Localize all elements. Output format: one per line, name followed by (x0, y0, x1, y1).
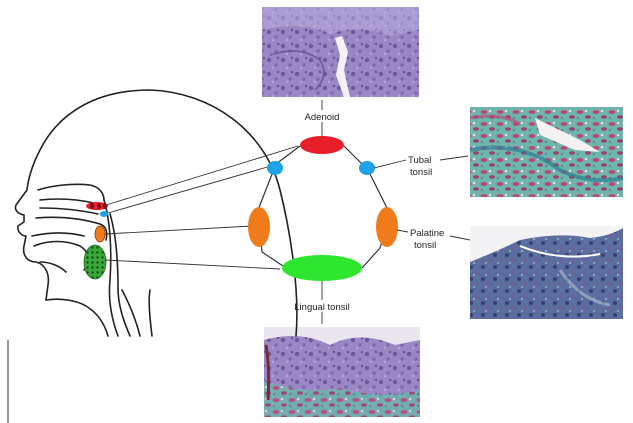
label-lingual: Lingual tonsil (294, 302, 349, 313)
label-adenoid: Adenoid (305, 112, 340, 123)
label-tubal-line2: tonsil (410, 167, 432, 178)
ring-tubal-left (267, 161, 283, 175)
head-lingual-blob (84, 245, 106, 279)
label-tubal-line1: Tubal (408, 155, 431, 166)
ring-palatine-right (376, 207, 398, 247)
ring-adenoid (300, 136, 344, 154)
adenoid-micrograph (262, 7, 419, 97)
head-tubal-blob (100, 211, 108, 217)
ring-tubal-right (359, 161, 375, 175)
lingual-tonsil-micrograph (264, 327, 420, 417)
tubal-tonsil-micrograph (470, 107, 623, 197)
palatine-tonsil-micrograph (470, 226, 623, 319)
label-palatine-line1: Palatine (410, 228, 444, 239)
head-adenoid-blob (86, 202, 108, 210)
label-leader-lines (322, 100, 470, 324)
waldeyer-ring (248, 136, 398, 281)
ring-lingual (282, 255, 362, 281)
label-palatine-line2: tonsil (414, 240, 436, 251)
ring-palatine-left (248, 207, 270, 247)
head-palatine-blob (95, 226, 105, 242)
